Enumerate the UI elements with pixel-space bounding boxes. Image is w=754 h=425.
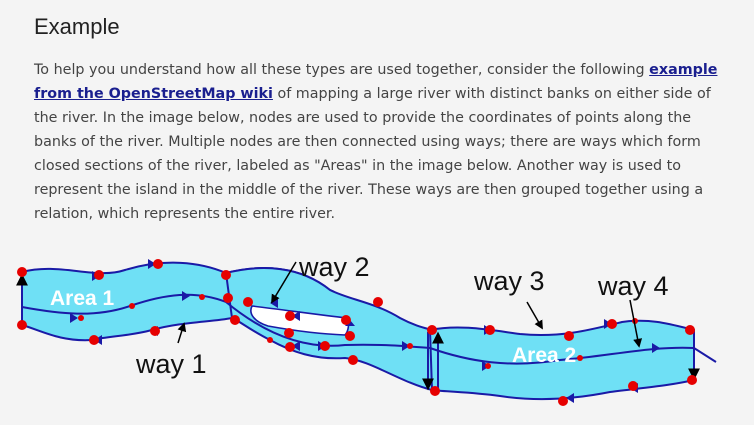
way-1-pointer	[177, 322, 187, 344]
river-nodes	[17, 259, 697, 406]
intro-paragraph: To help you understand how all these typ…	[34, 58, 724, 226]
area-2-label: Area 2	[512, 344, 576, 367]
way-2-label: way 2	[298, 252, 370, 282]
area-1-label: Area 1	[50, 287, 115, 310]
section-heading: Example	[34, 14, 120, 39]
river-diagram: Area 1 Area 2 way 1 way 2 way 3 way 4	[16, 252, 717, 406]
way-1-label: way 1	[135, 349, 207, 379]
paragraph-text-end: of mapping a large river with distinct b…	[34, 86, 711, 222]
way-4-pointer	[629, 299, 643, 348]
osm-wiki-link[interactable]: example from the OpenStreetMap wiki	[34, 62, 718, 102]
way-3-pointer	[526, 301, 543, 330]
way-3-label: way 3	[473, 266, 545, 296]
paragraph-text-start: To help you understand how all these typ…	[34, 62, 650, 78]
way-4-label: way 4	[597, 271, 669, 301]
way-2-pointer	[271, 261, 297, 304]
